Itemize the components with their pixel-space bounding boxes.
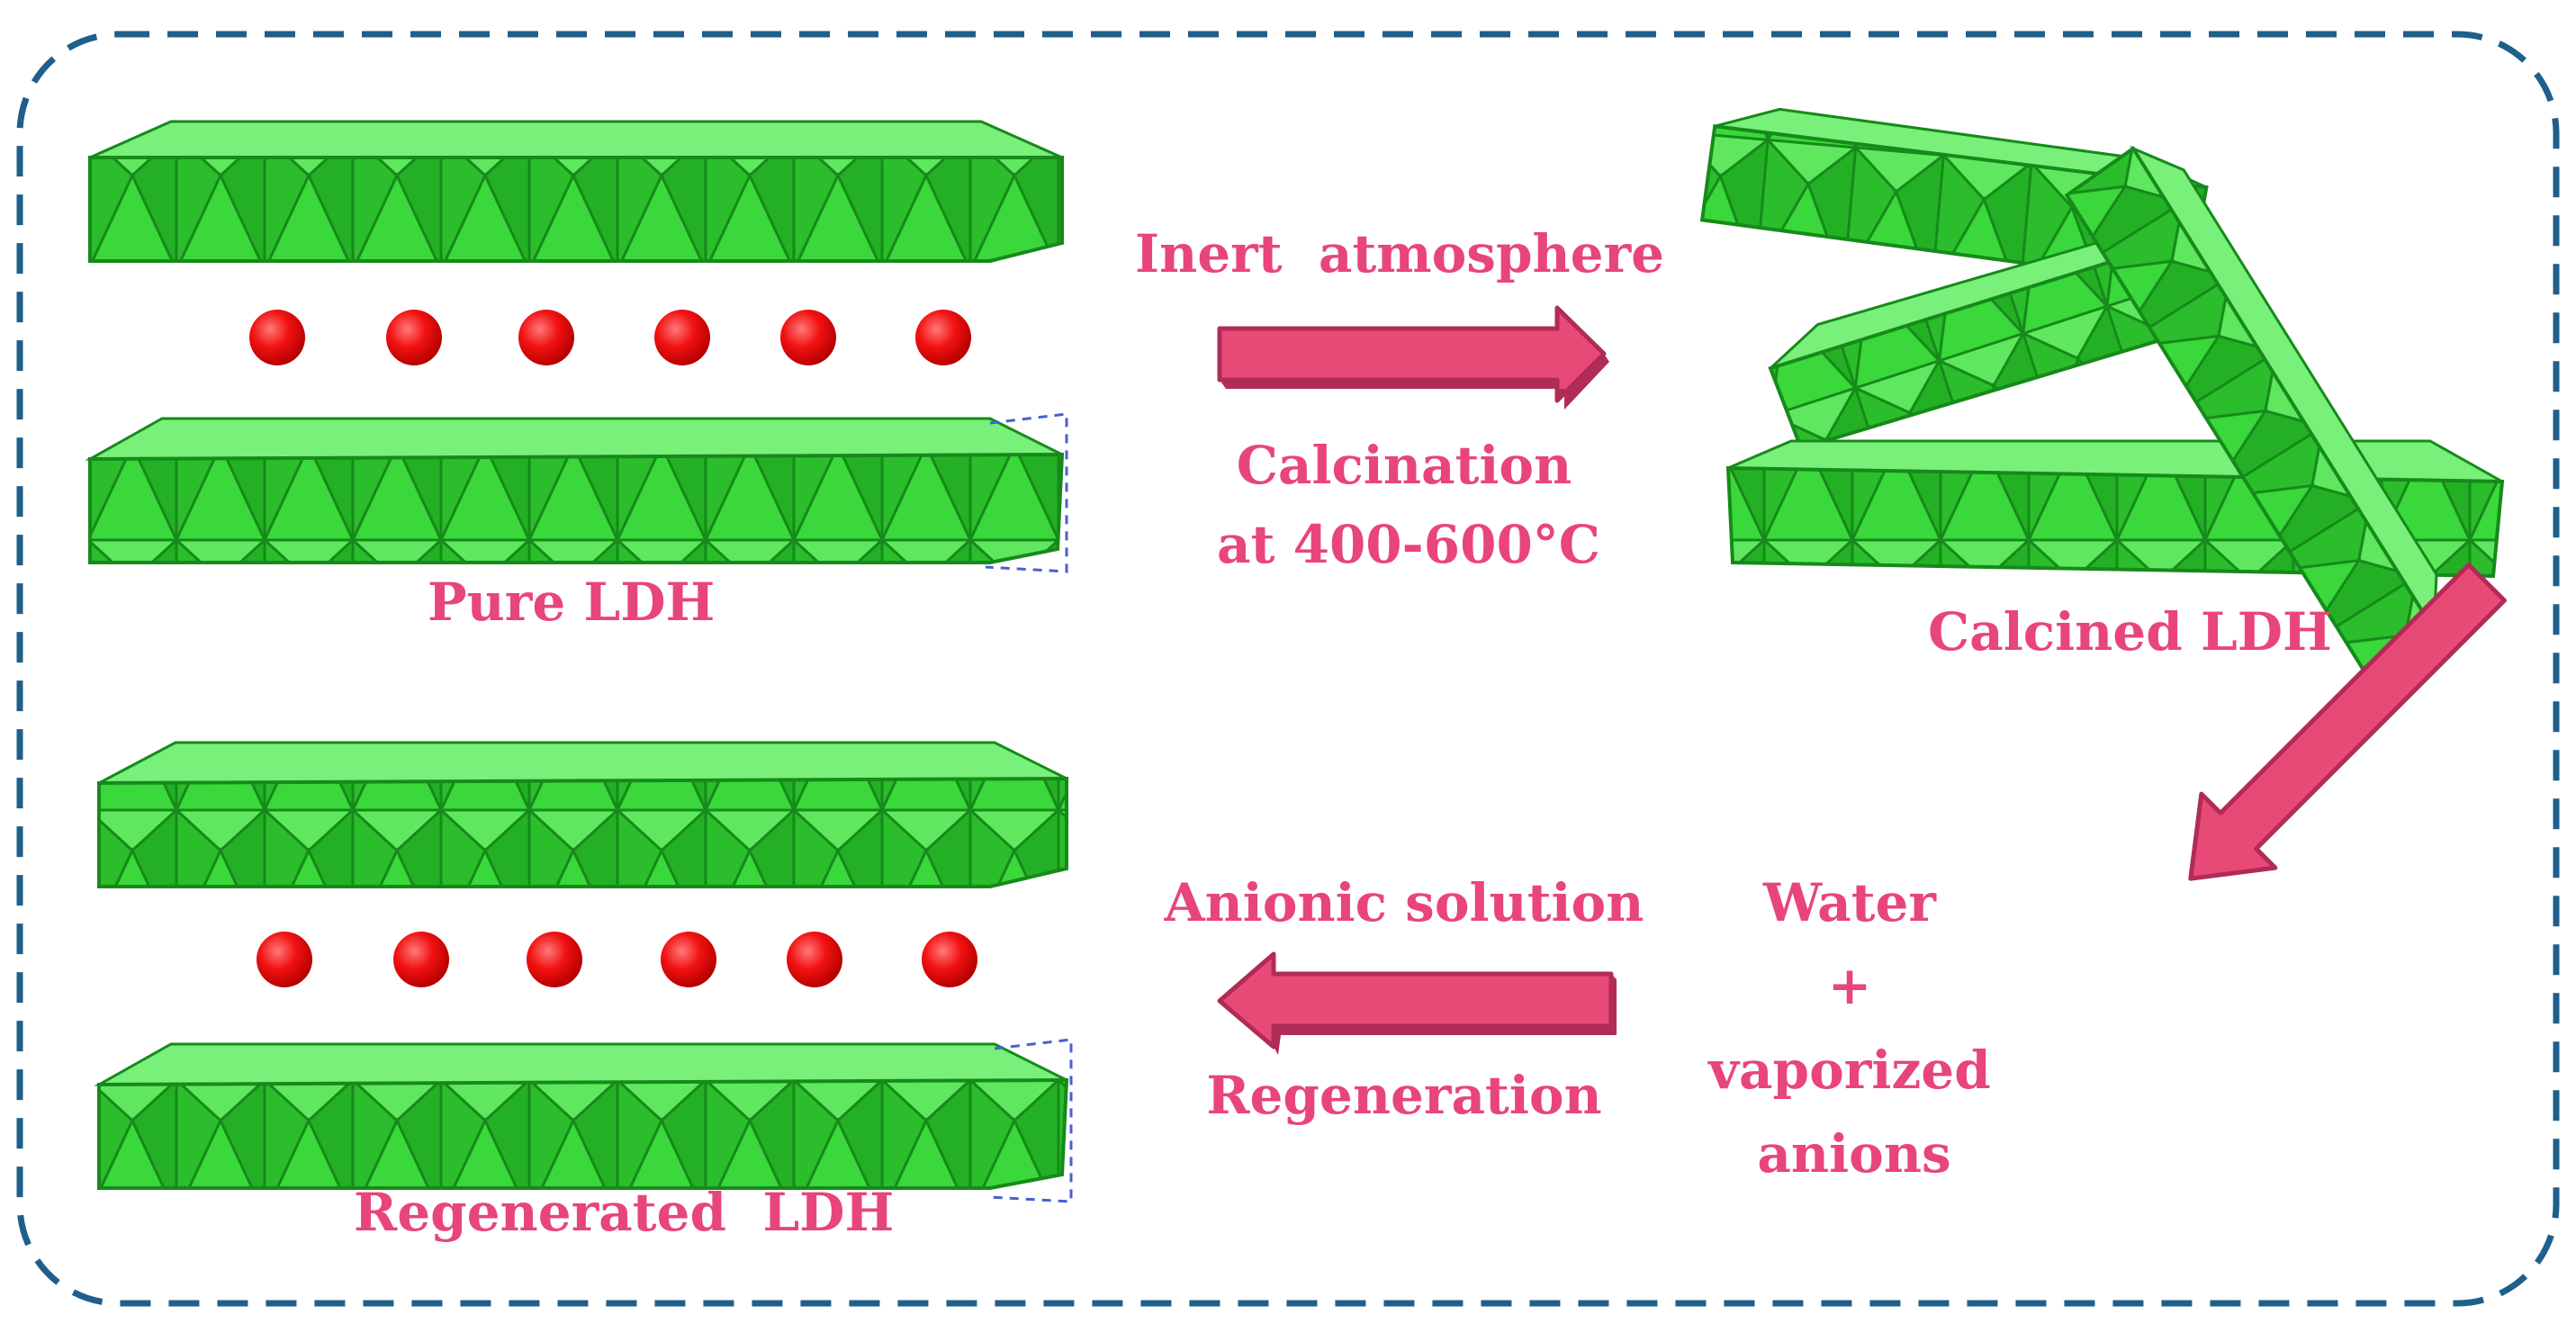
anion-sphere bbox=[527, 932, 582, 987]
pure-ldh-bottom-layer-icon bbox=[85, 412, 1068, 573]
inert-atmosphere-label: Inert atmosphere bbox=[1134, 223, 1665, 284]
dashed-frame bbox=[16, 31, 2560, 1307]
anion-sphere bbox=[915, 310, 971, 365]
anion-sphere bbox=[654, 310, 710, 365]
calcined-ldh-label: Calcined LDH bbox=[1928, 601, 2332, 662]
anion-sphere bbox=[257, 932, 312, 987]
calcined-layer-diagonal-icon bbox=[2064, 145, 2438, 671]
arrow-diagonal-down-left-icon bbox=[2188, 563, 2507, 881]
anion-sphere bbox=[249, 310, 305, 365]
anionic-solution-label: Anionic solution bbox=[1164, 872, 1644, 933]
calcined-ldh-structure bbox=[1699, 107, 2505, 671]
anion-sphere bbox=[922, 932, 977, 987]
arrow-right-icon bbox=[1217, 305, 1609, 410]
anion-sphere bbox=[386, 310, 442, 365]
anions-label: anions bbox=[1757, 1123, 1951, 1184]
anion-sphere bbox=[518, 310, 574, 365]
regenerated-ldh-structure bbox=[94, 741, 1073, 1203]
pure-ldh-top-layer-icon bbox=[88, 120, 1064, 263]
anion-sphere bbox=[780, 310, 836, 365]
regenerated-ldh-bottom-layer-icon bbox=[94, 1038, 1073, 1203]
regenerated-ldh-label: Regenerated LDH bbox=[354, 1182, 895, 1243]
regenerated-ldh-anion-row bbox=[257, 932, 977, 987]
vaporized-label: vaporized bbox=[1708, 1040, 1991, 1101]
anion-sphere bbox=[787, 932, 842, 987]
water-label: Water bbox=[1763, 872, 1936, 933]
regenerated-ldh-top-layer-icon bbox=[97, 741, 1068, 888]
anion-sphere bbox=[661, 932, 716, 987]
pure-ldh-label: Pure LDH bbox=[428, 572, 716, 633]
plus-label: + bbox=[1827, 955, 1872, 1016]
regeneration-label: Regeneration bbox=[1206, 1065, 1602, 1126]
anion-sphere bbox=[393, 932, 449, 987]
pure-ldh-structure bbox=[85, 120, 1068, 573]
calcination-label: Calcination bbox=[1236, 435, 1572, 496]
calcination-temperature-label: at 400-600°C bbox=[1217, 514, 1600, 575]
arrow-left-icon bbox=[1217, 951, 1617, 1055]
pure-ldh-anion-row bbox=[249, 310, 971, 365]
